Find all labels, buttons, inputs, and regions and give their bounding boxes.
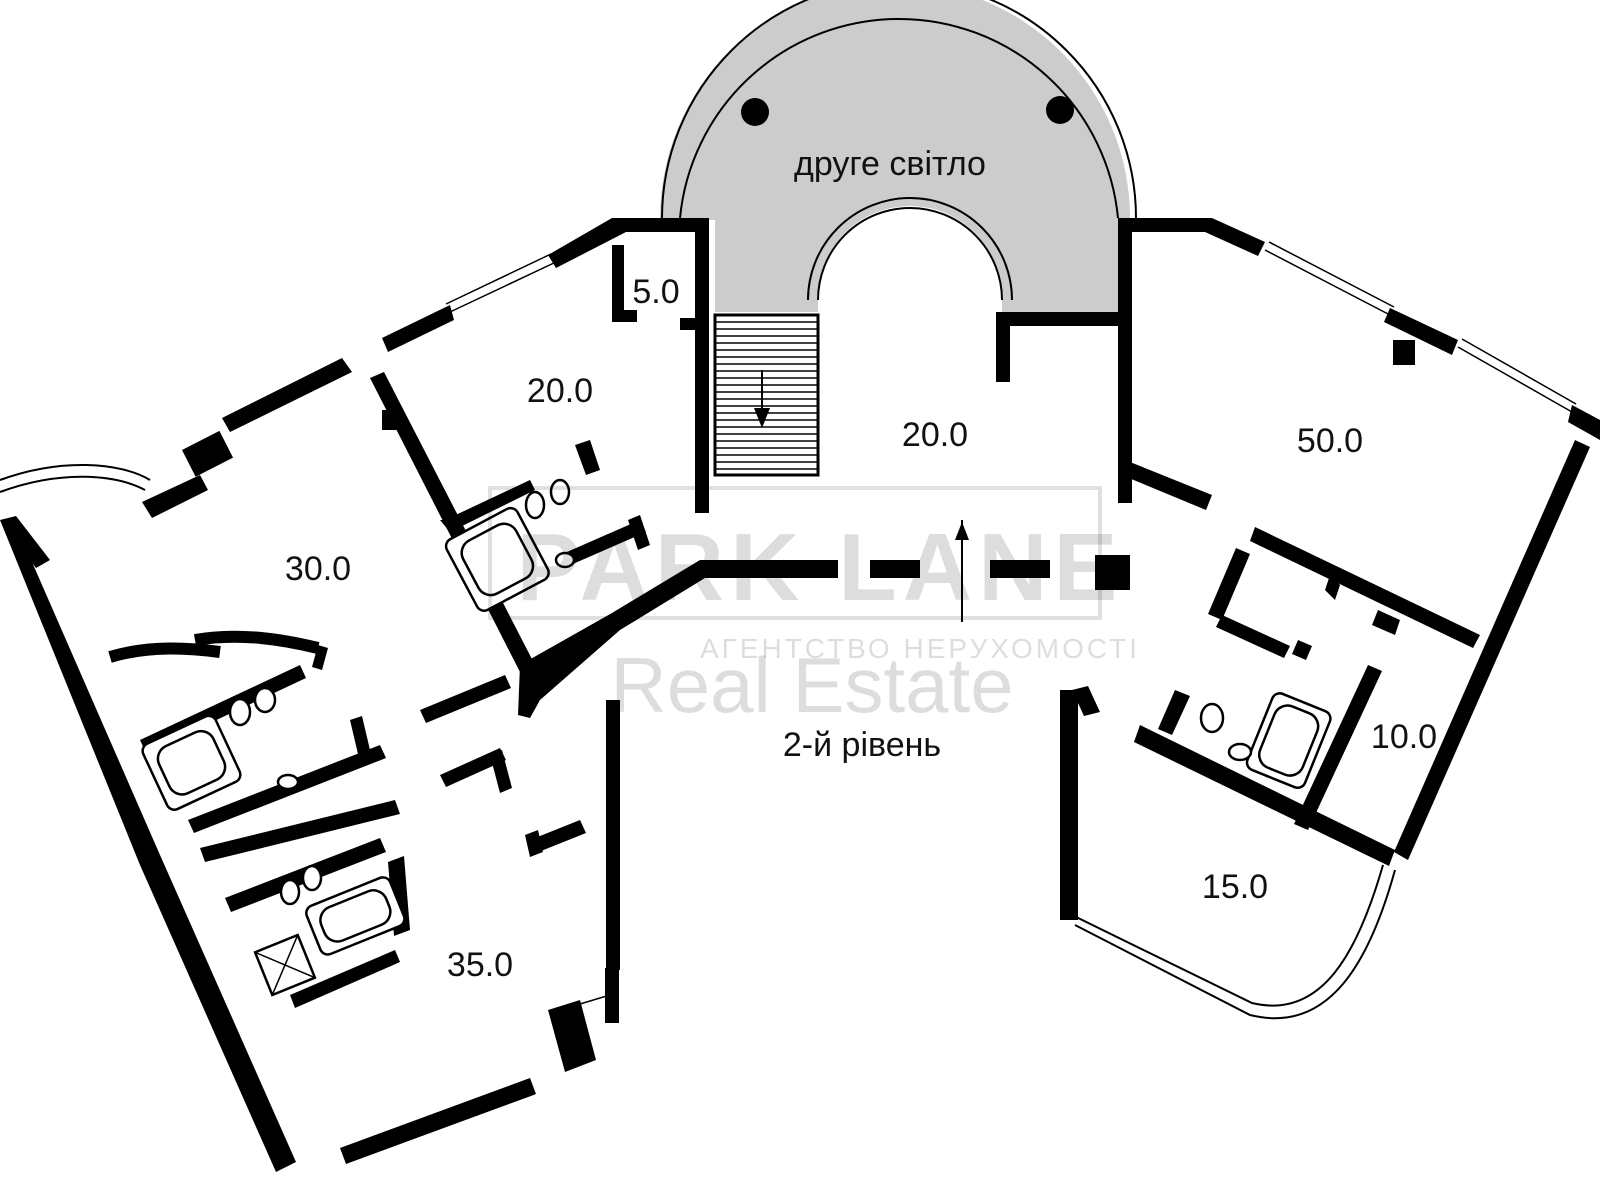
room-area-storage: 5.0	[632, 273, 679, 311]
bathtub-icon	[444, 506, 550, 612]
toilet-icon	[279, 878, 301, 906]
windows	[223, 241, 1577, 1131]
sink-icon	[549, 478, 571, 506]
column-left	[741, 98, 769, 126]
sink-icon	[301, 864, 323, 892]
watermark: PARK LANE АГЕНТСТВО НЕРУХОМОСТІ Real Est…	[488, 486, 1140, 729]
partitions	[108, 440, 969, 1008]
room-area-room-lower-left: 35.0	[447, 946, 513, 984]
bathtub-icon	[305, 876, 406, 956]
room-area-bedroom-upper-left: 20.0	[527, 372, 593, 410]
room-area-room-small-right: 10.0	[1371, 718, 1437, 756]
labels: друге світло 5.0 20.0 20.0 50.0 30.0 2-й…	[285, 145, 1437, 984]
balconies	[0, 463, 1396, 1020]
floor-label: 2-й рівень	[783, 726, 941, 764]
double-height-void	[660, 0, 1137, 312]
fixtures	[141, 478, 1332, 997]
watermark-logo-text: PARK LANE	[517, 514, 1124, 621]
toilet-icon	[228, 697, 252, 727]
sink-icon	[276, 773, 300, 791]
room-area-room-lower-right: 15.0	[1202, 868, 1268, 906]
room-area-room-right: 50.0	[1297, 422, 1363, 460]
void-label: друге світло	[794, 145, 986, 183]
staircase	[713, 313, 820, 477]
room-area-room-left: 30.0	[285, 550, 351, 588]
bathtub-icon	[1245, 692, 1332, 790]
toilet-icon	[1199, 702, 1225, 734]
shower-icon	[253, 933, 317, 997]
room-area-hall-center: 20.0	[902, 416, 968, 454]
watermark-brand-text: Real Estate	[610, 641, 1013, 729]
sink-icon	[253, 686, 277, 714]
toilet-icon	[524, 490, 546, 520]
bathtub-icon	[141, 714, 242, 811]
sink-icon	[1227, 742, 1253, 762]
sink-icon	[554, 551, 576, 569]
column-right	[1046, 96, 1074, 124]
watermark-agency-text: АГЕНТСТВО НЕРУХОМОСТІ	[700, 633, 1140, 664]
